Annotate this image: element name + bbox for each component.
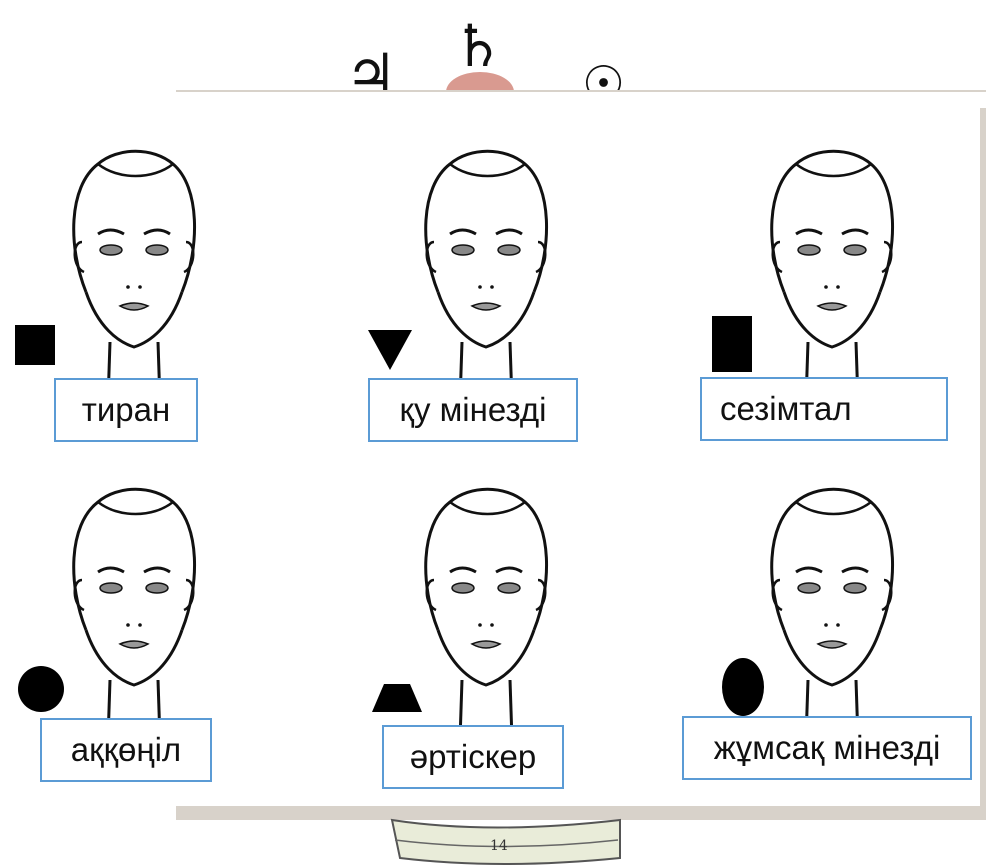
ruler-number: 14 <box>490 838 508 854</box>
face-illustration-2 <box>424 149 549 402</box>
face-illustration-3 <box>770 149 895 402</box>
saturn-symbol: ♄ <box>452 12 504 80</box>
rectangle-icon <box>712 316 752 372</box>
ruler-band <box>390 818 621 865</box>
inverted-triangle-icon <box>368 330 412 370</box>
label-sensitive: сезімтал <box>700 377 948 441</box>
label-gentle: жұмсақ мінезді <box>682 716 972 780</box>
label-kindhearted: аққөңіл <box>40 718 212 782</box>
label-artist: әртіскер <box>382 725 564 789</box>
face-illustration-1 <box>72 149 197 402</box>
face-illustration-4 <box>72 487 197 740</box>
circle-icon <box>18 666 64 712</box>
oval-icon <box>722 658 764 716</box>
face-illustration-5 <box>424 487 549 740</box>
label-tyrant: тиран <box>54 378 198 442</box>
face-chart-panel <box>176 92 986 108</box>
label-cunning: қу мінезді <box>368 378 578 442</box>
square-icon <box>15 325 55 365</box>
face-illustration-6 <box>770 487 895 740</box>
trapezoid-icon <box>372 684 422 712</box>
